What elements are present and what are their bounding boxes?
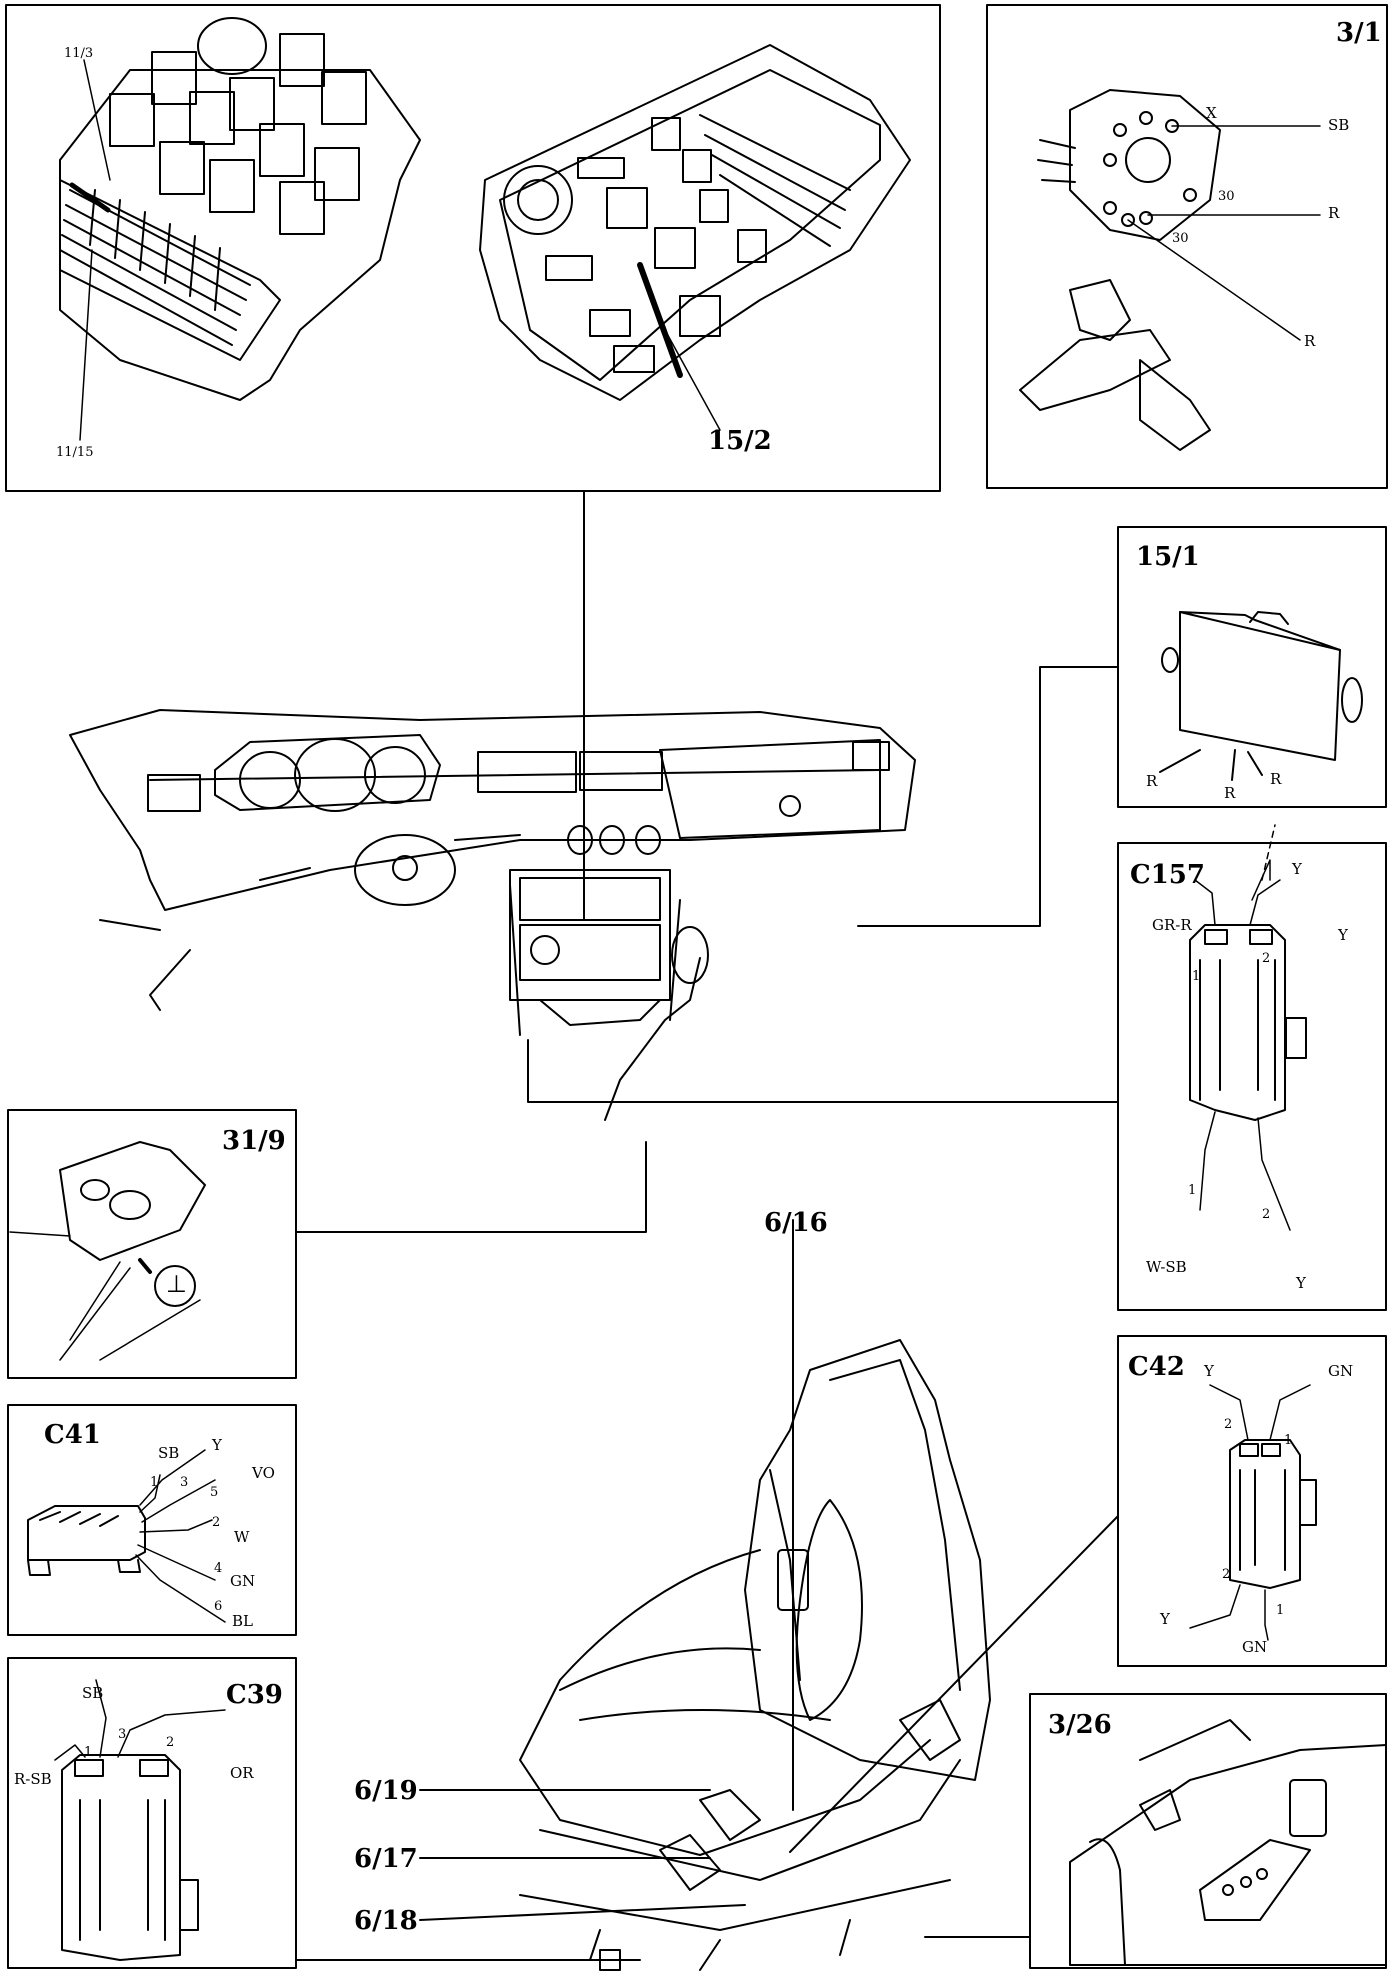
c42-wire-y-top: Y: [1204, 1362, 1214, 1380]
ignition-switch-drawing: [1019, 89, 1321, 451]
panel-31-9-frame: [7, 1109, 297, 1379]
c42-pin-1-bottom: 1: [1276, 1603, 1285, 1618]
fuse-11-3-label: 11/3: [64, 46, 94, 61]
callout-6-19: 6/19: [354, 1776, 418, 1806]
seat-drawing: [519, 1339, 991, 1971]
c42-wire-gn-top: GN: [1328, 1362, 1354, 1380]
c41-wire-vo: VO: [252, 1464, 275, 1482]
connector-c41-drawing: [27, 1449, 226, 1623]
c39-pin-1: 1: [84, 1745, 93, 1760]
c157-wire-y-bottom: Y: [1296, 1274, 1306, 1292]
c41-pin-2: 2: [212, 1515, 221, 1530]
module-wire-r-1: R: [1146, 772, 1158, 790]
ignition-pin-30-a: 30: [1218, 189, 1235, 204]
module-wire-r-2: R: [1224, 784, 1236, 802]
c42-pin-1-top: 1: [1284, 1433, 1293, 1448]
c157-pin-2-top: 2: [1262, 951, 1271, 966]
fuse-relay-box-drawing: [59, 17, 421, 441]
c39-wire-r-sb: R-SB: [14, 1770, 52, 1788]
connector-c39-drawing: [54, 1679, 226, 1961]
c39-wire-sb: SB: [82, 1684, 104, 1702]
relay-15-2-label: 15/2: [708, 426, 772, 456]
c157-wire-w-sb: W-SB: [1146, 1258, 1187, 1276]
ignition-wire-x: X: [1206, 104, 1217, 122]
callout-6-16: 6/16: [764, 1208, 828, 1238]
module-15-1-title: 15/1: [1136, 542, 1200, 572]
leader-lines: [295, 490, 1119, 1961]
c41-pin-3: 3: [180, 1475, 189, 1490]
dashboard-drawing: [69, 709, 916, 1121]
connector-c42-title: C42: [1128, 1352, 1185, 1382]
c39-wire-or: OR: [230, 1764, 254, 1782]
connector-c42-drawing: [1189, 1384, 1317, 1641]
c42-pin-2-top: 2: [1224, 1417, 1233, 1432]
c41-pin-1: 1: [150, 1475, 159, 1490]
fuse-11-15-label: 11/15: [56, 445, 94, 460]
panel-c41-frame: [7, 1404, 297, 1636]
connector-c157-title: C157: [1130, 860, 1205, 890]
central-electric-unit-drawing: [479, 44, 911, 431]
ignition-wire-r-2: R: [1304, 332, 1316, 350]
c157-wire-y-dashed: Y: [1292, 860, 1302, 878]
ignition-pin-30-b: 30: [1172, 231, 1189, 246]
c39-pin-2: 2: [166, 1735, 175, 1750]
c157-pin-1-top: 1: [1192, 969, 1201, 984]
panel-3-1-frame: [986, 4, 1388, 489]
c41-wire-bl: BL: [232, 1612, 253, 1630]
callout-6-17: 6/17: [354, 1844, 418, 1874]
connector-c41-title: C41: [44, 1420, 101, 1450]
c157-wire-y: Y: [1338, 926, 1348, 944]
panel-c157-frame: [1117, 842, 1387, 1311]
panel-c42-frame: [1117, 1335, 1387, 1667]
c157-pin-1-bottom: 1: [1188, 1183, 1197, 1198]
c157-wire-gr-r: GR-R: [1152, 916, 1192, 934]
c41-wire-gn: GN: [230, 1572, 256, 1590]
c41-wire-w: W: [234, 1528, 250, 1546]
ground-point-drawing: [9, 1141, 206, 1361]
ground-symbol: ⊥: [166, 1270, 187, 1298]
c42-pin-2-bottom: 2: [1222, 1567, 1231, 1582]
switch-3-26-title: 3/26: [1048, 1710, 1112, 1740]
connector-c39-title: C39: [226, 1680, 283, 1710]
ignition-wire-r-1: R: [1328, 204, 1340, 222]
ground-31-9-title: 31/9: [222, 1126, 286, 1156]
c41-wire-sb: SB: [158, 1444, 180, 1462]
c157-pin-2-bottom: 2: [1262, 1207, 1271, 1222]
ignition-3-1-title: 3/1: [1336, 18, 1382, 48]
callout-6-18: 6/18: [354, 1906, 418, 1936]
panel-fusebox-frame: [5, 4, 941, 492]
c42-wire-gn-bottom: GN: [1242, 1638, 1268, 1656]
door-switch-panel-drawing: [1069, 1719, 1387, 1966]
module-15-1-drawing: [1159, 611, 1363, 781]
c41-pin-6: 6: [214, 1599, 223, 1614]
c41-wire-y: Y: [212, 1436, 222, 1454]
c42-wire-y-bottom: Y: [1160, 1610, 1170, 1628]
c39-pin-3: 3: [118, 1727, 127, 1742]
panel-c39-frame: [7, 1657, 297, 1969]
c41-pin-4: 4: [214, 1561, 223, 1576]
c41-pin-5: 5: [210, 1485, 219, 1500]
module-wire-r-3: R: [1270, 770, 1282, 788]
ignition-wire-sb: SB: [1328, 116, 1350, 134]
connector-c157-drawing: [1189, 824, 1307, 1231]
